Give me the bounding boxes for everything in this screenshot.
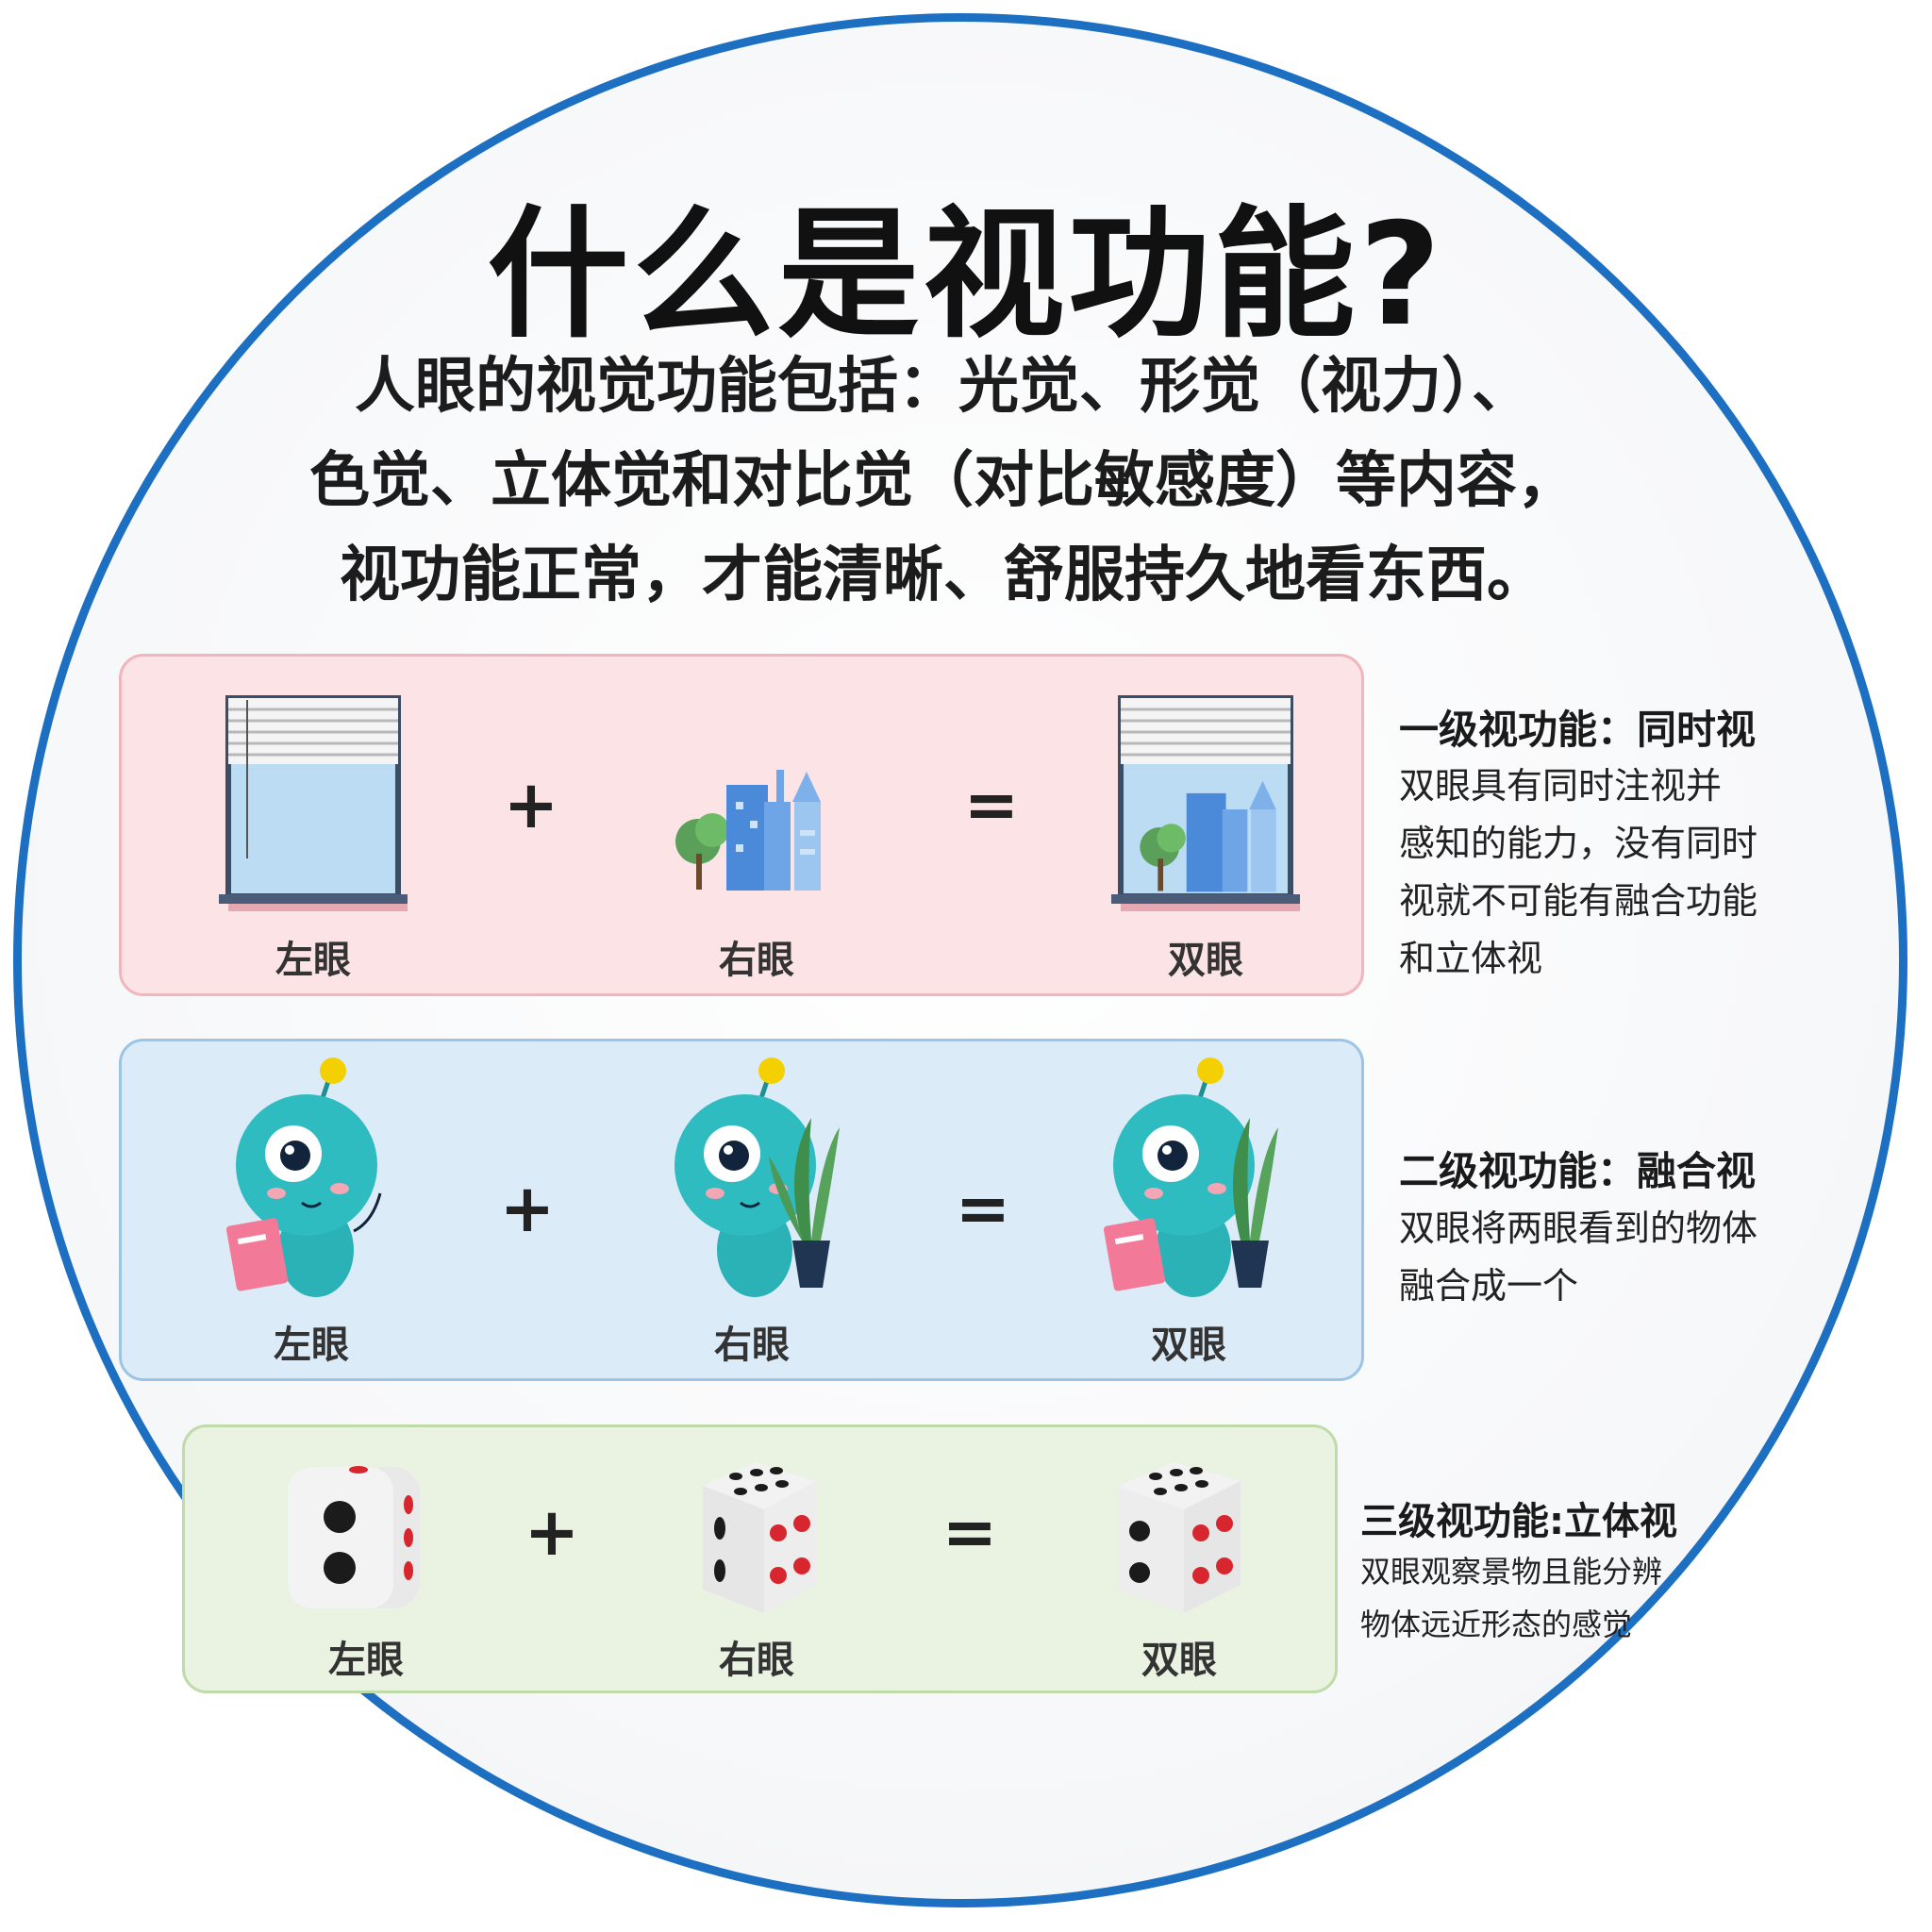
level-2-plus: + bbox=[499, 1170, 556, 1247]
dice-both-view-icon bbox=[1118, 1462, 1241, 1613]
level-1-label-both: 双眼 bbox=[1168, 939, 1243, 982]
dice-left-view-icon bbox=[288, 1466, 420, 1608]
level-3-label-right: 右眼 bbox=[719, 1639, 794, 1682]
level-2-label-left: 左眼 bbox=[274, 1324, 349, 1367]
level-1-label-right: 右眼 bbox=[719, 939, 794, 982]
mascot-with-plant-icon bbox=[675, 1058, 840, 1297]
window-empty-icon bbox=[219, 695, 408, 911]
window-with-city-icon bbox=[1111, 695, 1300, 911]
intro-line-2: 色觉、立体觉和对比觉（对比敏感度）等内容， bbox=[309, 446, 1577, 516]
level-3-label-left: 左眼 bbox=[328, 1639, 404, 1682]
intro-line-3: 视功能正常，才能清晰、舒服持久地看东西。 bbox=[340, 541, 1547, 610]
level-2-description: 双眼将两眼看到的物体 融合成一个 bbox=[1399, 1208, 1758, 1307]
level-3-plus: + bbox=[524, 1493, 580, 1571]
level-1-title: 一级视功能：同时视 bbox=[1399, 707, 1757, 753]
mascot-with-book-and-plant-icon bbox=[1103, 1058, 1278, 1297]
window-blinds bbox=[228, 698, 398, 858]
level-1-plus: + bbox=[503, 766, 559, 843]
level-3-label-both: 双眼 bbox=[1141, 1639, 1217, 1682]
dice-right-view-icon bbox=[703, 1462, 816, 1613]
level-2-equals: = bbox=[955, 1170, 1011, 1247]
potted-plant bbox=[769, 1118, 840, 1288]
mascot-with-book-icon bbox=[225, 1058, 382, 1297]
level-3-title: 三级视功能:立体视 bbox=[1360, 1500, 1677, 1543]
level-3-equals: = bbox=[941, 1493, 998, 1571]
intro-text: 人眼的视觉功能包括：光觉、形觉（视力）、 色觉、立体觉和对比觉（对比敏感度）等内… bbox=[189, 340, 1698, 623]
page-title: 什么是视功能? bbox=[487, 193, 1445, 358]
level-1-equals: = bbox=[963, 766, 1020, 843]
level-1-description: 双眼具有同时注视并 感知的能力，没有同时 视就不可能有融合功能 和立体视 bbox=[1399, 765, 1758, 979]
city-scene-icon bbox=[675, 770, 821, 891]
level-2-label-both: 双眼 bbox=[1151, 1324, 1226, 1367]
intro-line-1: 人眼的视觉功能包括：光觉、形觉（视力）、 bbox=[355, 352, 1532, 422]
level-1-label-left: 左眼 bbox=[275, 939, 351, 982]
level-2-label-right: 右眼 bbox=[714, 1324, 790, 1367]
level-2-title: 二级视功能：融合视 bbox=[1399, 1148, 1757, 1194]
level-3-description: 双眼观察景物且能分辨 物体远近形态的感觉 bbox=[1360, 1554, 1663, 1642]
